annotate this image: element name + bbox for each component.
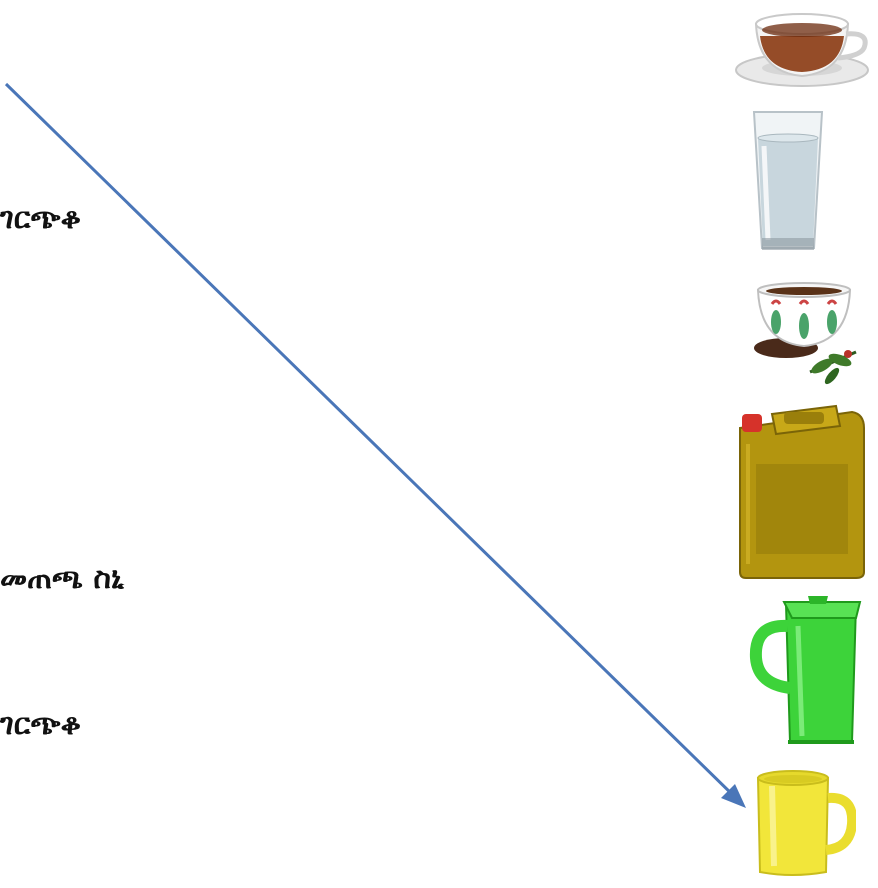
jerrycan-icon: [739, 404, 865, 579]
coffee-cup-sini-icon: [754, 282, 857, 385]
water-glass-icon: [752, 111, 824, 250]
yellow-mug-icon: [756, 770, 856, 876]
water-jug-icon: [749, 596, 862, 744]
word-label-1: ገርጭቆ: [0, 201, 82, 236]
tea-cup-saucer-icon: [735, 13, 869, 87]
word-label-3: ገርጭቆ: [0, 707, 82, 742]
word-label-2: መጠጫ ስኒ: [0, 561, 124, 596]
